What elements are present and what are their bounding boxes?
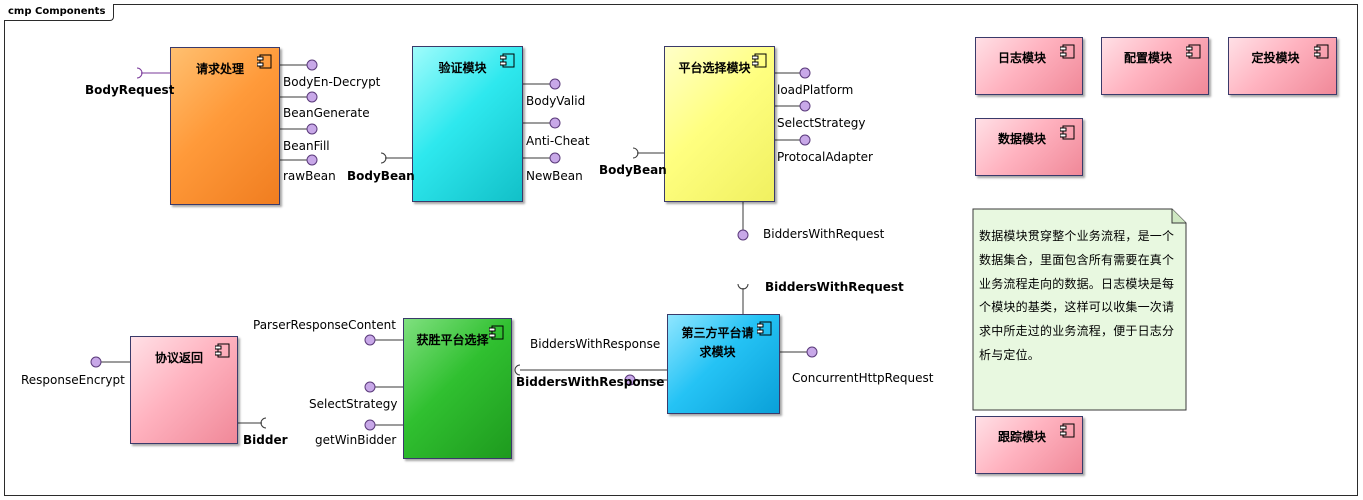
label-body-en-decrypt: BodyEn-Decrypt <box>283 75 381 89</box>
component-log-title: 日志模块 <box>997 51 1046 65</box>
label-load-platform: loadPlatform <box>777 83 854 97</box>
label-body-request: BodyRequest <box>85 83 175 97</box>
component-icon <box>752 53 767 68</box>
component-request-title: 请求处理 <box>195 62 244 76</box>
note-text: 数据模块贯穿整个业务流程，是一个数据集合，里面包含所有需要在真个业务流程走向的数… <box>979 229 1175 362</box>
label-bidder: Bidder <box>243 433 288 447</box>
component-config-title: 配置模块 <box>1123 51 1172 65</box>
label-parser-response-content: ParserResponseContent <box>253 318 396 332</box>
component-icon <box>500 53 515 68</box>
component-config[interactable]: 配置模块 <box>1101 37 1209 95</box>
component-icon <box>1060 423 1075 438</box>
component-data[interactable]: 数据模块 <box>975 118 1083 176</box>
label-protocal-adapter: ProtocalAdapter <box>777 150 873 164</box>
label-body-valid: BodyValid <box>526 94 586 108</box>
diagram-frame <box>4 4 1358 496</box>
diagram-title: cmp Components <box>4 4 115 21</box>
component-bidding[interactable]: 定投模块 <box>1228 37 1337 95</box>
label-bean-fill: BeanFill <box>283 139 330 153</box>
label-bidders-with-response-1: BiddersWithResponse <box>530 337 661 351</box>
component-log[interactable]: 日志模块 <box>975 37 1083 95</box>
label-select-strategy-2: SelectStrategy <box>309 397 398 411</box>
component-icon <box>489 325 504 340</box>
label-bidders-with-request-1: BiddersWithRequest <box>763 227 885 241</box>
component-protocol-return[interactable]: 协议返回 <box>130 336 238 444</box>
label-bidders-with-request-2: BiddersWithRequest <box>765 280 904 294</box>
component-verify-title: 验证模块 <box>438 61 487 75</box>
label-bean-generate: BeanGenerate <box>283 106 370 120</box>
label-get-win-bidder: getWinBidder <box>315 433 397 447</box>
component-icon <box>1060 125 1075 140</box>
label-anti-cheat: Anti-Cheat <box>526 134 590 148</box>
component-bidding-title: 定投模块 <box>1251 51 1300 65</box>
component-verify[interactable]: 验证模块 <box>412 46 523 202</box>
component-platform-select-title: 平台选择模块 <box>678 61 751 75</box>
component-icon <box>757 321 772 336</box>
component-winner-select[interactable]: 获胜平台选择 <box>403 318 512 459</box>
component-icon <box>215 343 230 358</box>
component-icon <box>257 54 272 69</box>
component-protocol-return-title: 协议返回 <box>154 351 203 365</box>
component-icon <box>1060 44 1075 59</box>
label-raw-bean: rawBean <box>283 169 336 183</box>
label-body-bean-2: BodyBean <box>599 163 667 177</box>
component-third-party-title: 第三方平台请求模块 <box>681 326 754 359</box>
component-trace-title: 跟踪模块 <box>997 430 1046 444</box>
label-concurrent-http-request: ConcurrentHttpRequest <box>792 371 934 385</box>
component-data-title: 数据模块 <box>997 132 1046 146</box>
label-select-strategy-1: SelectStrategy <box>777 116 866 130</box>
component-winner-select-title: 获胜平台选择 <box>416 333 489 347</box>
component-icon <box>1314 44 1329 59</box>
component-icon <box>1186 44 1201 59</box>
label-body-bean-1: BodyBean <box>347 169 415 183</box>
label-response-encrypt: ResponseEncrypt <box>21 373 125 387</box>
label-new-bean: NewBean <box>526 169 583 183</box>
component-third-party[interactable]: 第三方平台请求模块 <box>667 314 780 414</box>
component-trace[interactable]: 跟踪模块 <box>975 416 1083 474</box>
label-bidders-with-response-2: BiddersWithResponse <box>516 375 665 389</box>
component-request[interactable]: 请求处理 <box>170 47 280 205</box>
component-platform-select[interactable]: 平台选择模块 <box>664 46 775 202</box>
